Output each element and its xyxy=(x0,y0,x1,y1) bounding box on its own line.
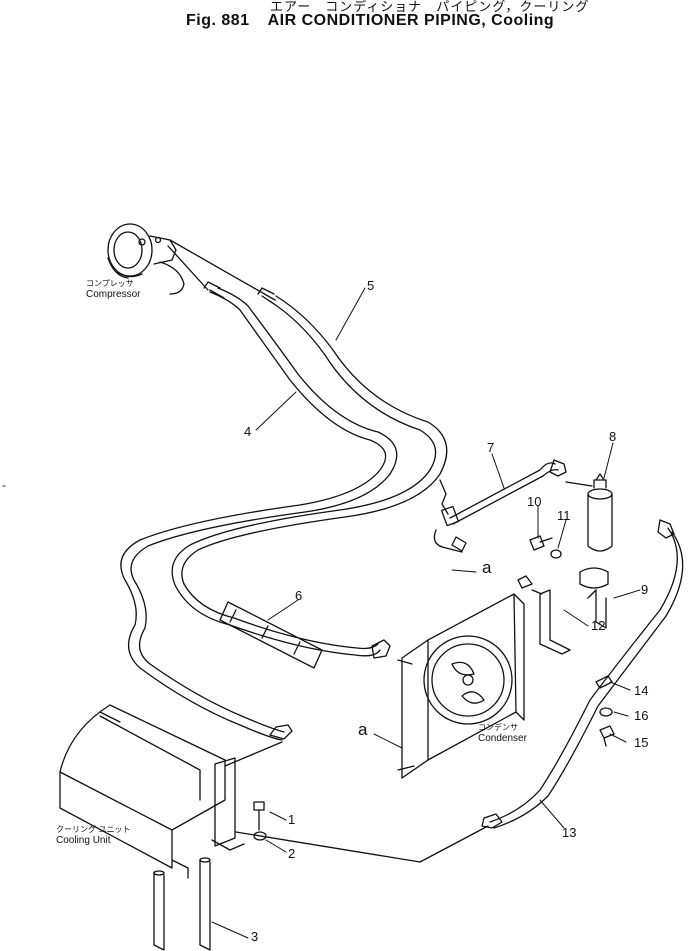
condenser-drawing xyxy=(397,593,525,779)
part-number-5: 5 xyxy=(367,278,375,293)
reference-mark-a-top: a xyxy=(482,558,492,577)
cooling-unit-label-en: Cooling Unit xyxy=(56,835,111,846)
washer-2 xyxy=(253,831,267,841)
part-number-12: 12 xyxy=(591,618,606,633)
part-number-3: 3 xyxy=(251,929,259,944)
margin-mark: - xyxy=(2,478,6,492)
compressor-label-en: Compressor xyxy=(86,289,141,300)
reference-mark-a-bottom: a xyxy=(358,720,368,739)
cooling-unit-label-jp: クーリング ユニット xyxy=(56,825,131,834)
washer-16 xyxy=(599,707,613,717)
bracket-12 xyxy=(517,575,571,655)
part-number-7: 7 xyxy=(487,440,495,455)
condenser-label-jp: コンデンサ xyxy=(478,723,518,732)
part-number-4: 4 xyxy=(244,424,252,439)
compressor-label: コンプレッサ Compressor xyxy=(86,278,140,300)
title-japanese: エアー コンディショナ パイピング，クーリング xyxy=(270,0,590,15)
condenser-label-en: Condenser xyxy=(478,733,527,744)
part-number-1: 1 xyxy=(288,812,296,827)
part-number-9: 9 xyxy=(641,582,649,597)
pipe-7 xyxy=(433,459,567,553)
part-number-10: 10 xyxy=(527,494,542,509)
washer-11 xyxy=(550,549,562,559)
bolt-1 xyxy=(253,801,265,831)
hose-5 xyxy=(171,287,448,659)
receiver-8 xyxy=(565,473,613,552)
pipes-3 xyxy=(153,857,211,951)
figure-caption: AIR CONDITIONER PIPING, Cooling xyxy=(267,12,555,29)
figure-title: Fig. 881 AIR CONDITIONER PIPING, Cooling xyxy=(186,12,572,30)
part-number-2: 2 xyxy=(288,846,296,861)
bracket-9 xyxy=(579,567,609,629)
cooling-unit-drawing xyxy=(59,704,421,879)
part-number-16: 16 xyxy=(634,708,649,723)
cooling-unit-label: クーリング ユニット Cooling Unit xyxy=(56,824,131,846)
figure-number: Fig. 881 xyxy=(186,12,250,29)
clamp-14 xyxy=(595,675,613,689)
bolt-10 xyxy=(529,535,553,551)
compressor-label-jp: コンプレッサ xyxy=(86,279,134,288)
part-number-11: 11 xyxy=(557,508,571,523)
compressor-drawing xyxy=(107,223,276,301)
part-number-15: 15 xyxy=(634,735,649,750)
part-number-14: 14 xyxy=(634,683,649,698)
hose-13 xyxy=(419,519,684,863)
condenser-label: コンデンサ Condenser xyxy=(478,722,527,744)
leader-lines xyxy=(211,287,641,939)
part-number-13: 13 xyxy=(562,825,577,840)
part-number-8: 8 xyxy=(609,429,617,444)
part-number-6: 6 xyxy=(295,588,303,603)
bolt-15 xyxy=(599,725,615,747)
hose-4 xyxy=(120,281,398,741)
sleeve-6 xyxy=(219,601,323,669)
